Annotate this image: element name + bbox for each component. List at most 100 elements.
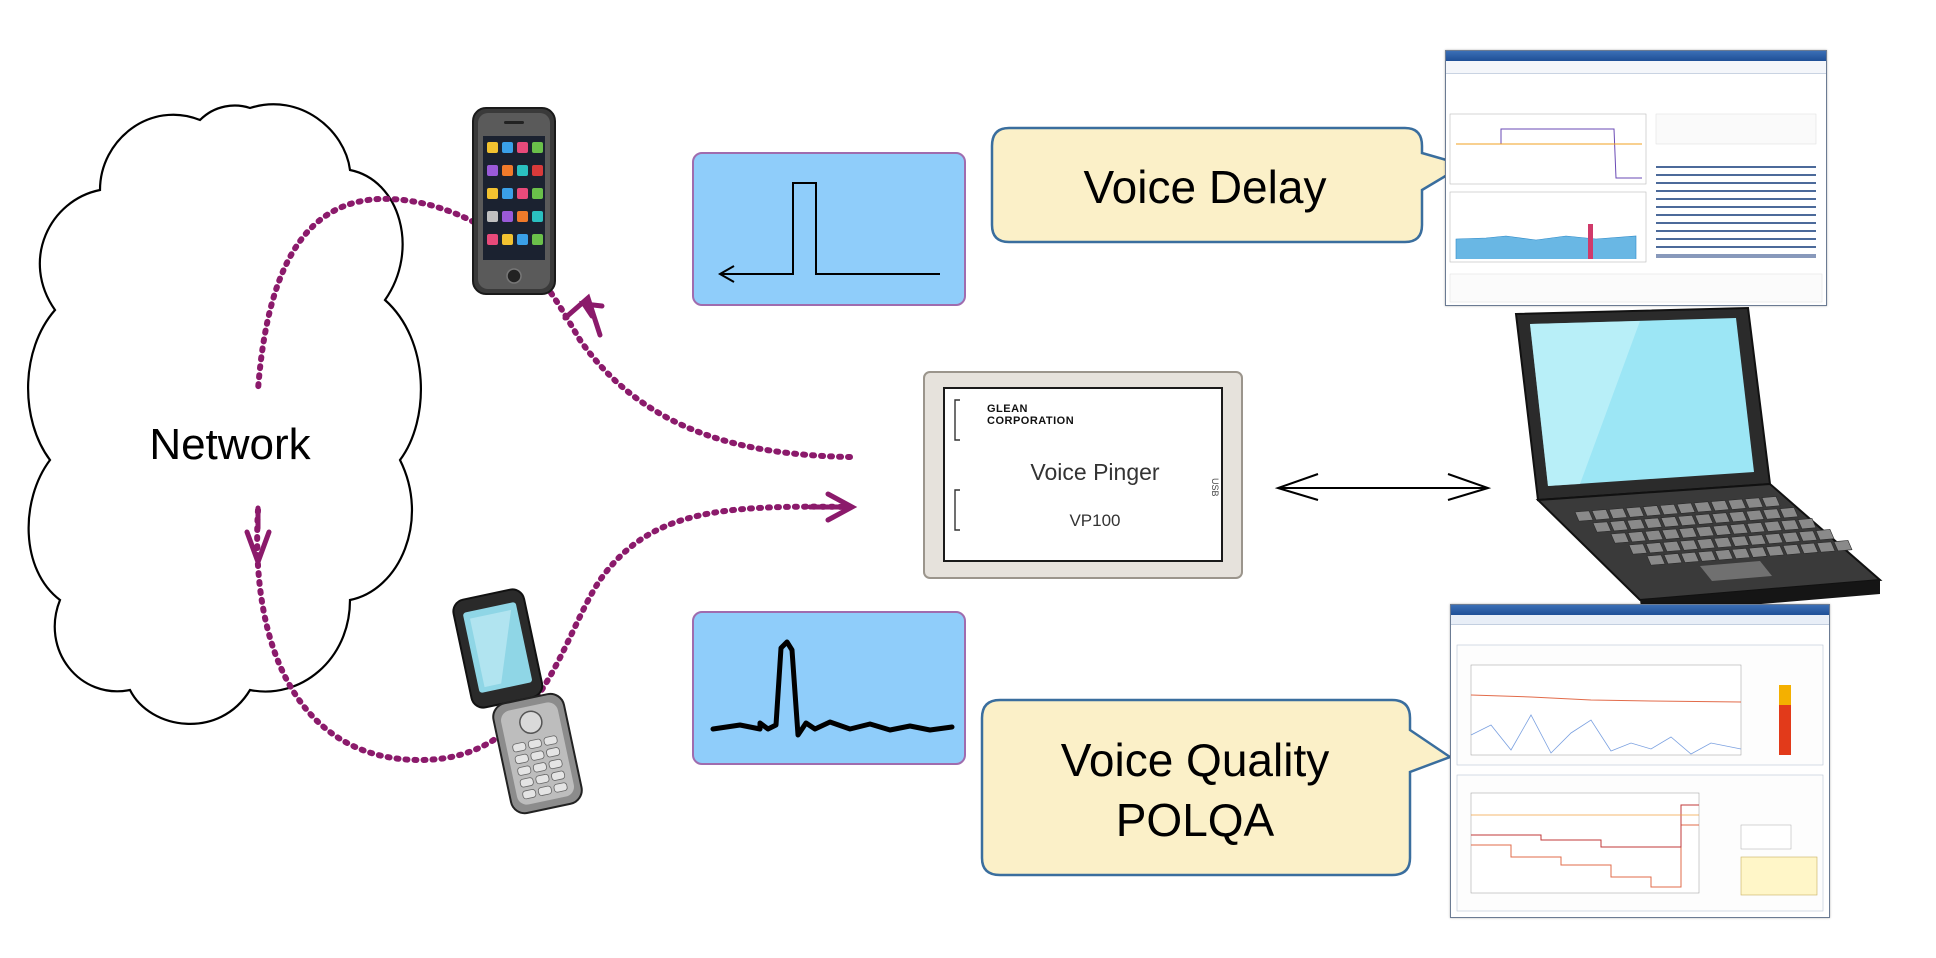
quality-chart-thumbnail: [1456, 644, 1824, 912]
laptop-key: [1677, 514, 1697, 527]
keypad-key: [548, 758, 563, 770]
app-tile: [517, 165, 528, 176]
laptop-key: [1815, 529, 1835, 541]
voice-quality-software-screenshot: [1450, 604, 1830, 918]
smartphone-icon: [472, 107, 556, 295]
laptop-key: [1646, 554, 1666, 566]
keypad-key: [519, 777, 534, 788]
device-name: Voice Pinger: [1030, 459, 1160, 485]
laptop-key: [1711, 512, 1731, 524]
app-tile: [532, 142, 543, 153]
laptop-key: [1628, 543, 1648, 555]
laptop-key: [1748, 546, 1768, 558]
laptop-key: [1645, 542, 1665, 554]
app-tile: [532, 165, 543, 176]
app-tile: [502, 165, 513, 176]
laptop-key: [1731, 547, 1751, 560]
laptop-key: [1710, 500, 1730, 512]
laptop-key: [1610, 532, 1630, 544]
keypad-key: [522, 789, 537, 800]
laptop-key: [1761, 496, 1781, 508]
laptop-key: [1712, 524, 1732, 536]
laptop-key: [1746, 522, 1766, 534]
laptop-key: [1762, 508, 1782, 520]
app-tile: [532, 234, 543, 245]
app-tile: [502, 211, 513, 222]
laptop-key: [1730, 535, 1750, 547]
delay-chart-thumbnail: [1449, 113, 1823, 303]
keypad-key: [543, 735, 558, 746]
voice-quality-line2: POLQA: [1115, 794, 1275, 846]
laptop-key: [1693, 501, 1713, 513]
laptop-key: [1679, 539, 1699, 551]
laptop-key: [1608, 507, 1628, 519]
laptop-key: [1676, 502, 1696, 514]
laptop-key: [1745, 509, 1765, 521]
menu-bar: [1451, 615, 1829, 625]
laptop-key: [1591, 509, 1611, 521]
app-tile: [487, 165, 498, 176]
laptop-key: [1678, 527, 1698, 539]
laptop-key: [1714, 549, 1734, 561]
laptop-key: [1713, 536, 1733, 549]
window-titlebar: [1446, 51, 1826, 61]
laptop-key: [1644, 529, 1664, 541]
laptop-key: [1744, 497, 1764, 509]
port-label-usb: USB: [1210, 478, 1220, 497]
app-tile: [517, 234, 528, 245]
laptop-key: [1625, 506, 1645, 518]
laptop-key: [1627, 531, 1647, 543]
app-tile: [487, 188, 498, 199]
laptop-key: [1663, 553, 1683, 565]
brand-logo: GLEAN CORPORATION: [987, 403, 1075, 427]
port-labels-left: [954, 399, 960, 531]
laptop-key: [1816, 541, 1836, 553]
keypad-key: [530, 750, 545, 761]
pulse-waveform-panel: [692, 152, 966, 306]
laptop-key: [1799, 542, 1819, 554]
laptop-key: [1660, 516, 1680, 528]
network-cloud: [27, 103, 422, 725]
laptop-key: [1747, 534, 1767, 546]
laptop-icon: [1514, 306, 1883, 614]
keypad-key: [546, 747, 561, 758]
app-tile: [502, 188, 513, 199]
laptop-key: [1643, 517, 1663, 529]
laptop-key: [1729, 523, 1749, 535]
laptop-key: [1780, 519, 1800, 531]
arrowhead-cloud: [244, 505, 272, 570]
app-tile: [487, 142, 498, 153]
keypad-key: [532, 762, 547, 773]
network-label: Network: [149, 420, 311, 469]
app-tile: [532, 211, 543, 222]
keypad-key: [517, 765, 532, 776]
laptop-key: [1765, 545, 1785, 557]
app-tile: [487, 234, 498, 245]
laptop-key: [1728, 511, 1748, 523]
laptop-key: [1779, 507, 1799, 519]
laptop-key: [1798, 530, 1818, 542]
arrowhead-lower: [807, 491, 858, 523]
voice-pinger-device: USB: [923, 371, 1243, 579]
laptop-key: [1626, 518, 1646, 530]
laptop-key: [1694, 513, 1714, 525]
app-tile: [487, 211, 498, 222]
keypad-key: [535, 773, 550, 785]
keypad-key: [514, 753, 529, 765]
app-tile: [517, 211, 528, 222]
laptop-key: [1680, 551, 1700, 563]
laptop-key: [1763, 520, 1783, 532]
arrowhead-upper: [562, 293, 605, 338]
callout-voice-quality: [980, 698, 1453, 877]
keypad-key: [553, 782, 568, 793]
callout-voice-delay: [990, 126, 1468, 244]
laptop-key: [1642, 505, 1662, 517]
keypad-key: [527, 738, 542, 749]
laptop-key: [1695, 525, 1715, 538]
device-model: VP100: [1069, 511, 1121, 530]
flip-phone-icon: [452, 588, 583, 815]
laptop-key: [1833, 540, 1853, 552]
laptop-key: [1782, 544, 1802, 556]
voice-waveform-panel: [692, 611, 966, 765]
window-titlebar: [1451, 605, 1829, 615]
